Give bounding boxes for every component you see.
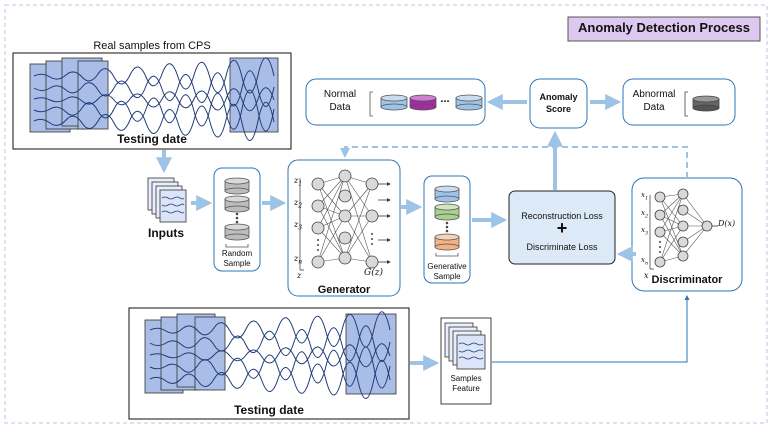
normal-data-ellipsis: ... [440,93,450,105]
outer-frame [4,4,768,424]
samples-feature-frame [440,317,492,405]
gen-input-2: z2 [294,198,303,210]
discriminator-network [649,188,718,270]
disc-output-label: D(x) [718,219,736,228]
generative-sample-box [423,175,471,284]
page-title: Anomaly Detection Process [578,20,750,35]
random-sample-box [213,167,261,272]
gen-input-3: z3 [294,220,303,232]
disc-input-2: x2 [641,209,649,220]
gen-input-n: zn [294,254,303,266]
feature-connector [492,295,690,363]
gen-input-1: z1 [294,176,303,188]
discriminator-label: Discriminator [651,274,723,286]
abnormal-data-box [622,78,736,126]
disc-input-1: x1 [641,191,649,202]
top-panel-label: Real samples from CPS [93,40,211,52]
top-panel-signals [29,57,279,141]
samples-feature-stack [444,322,486,370]
generator-label: Generator [317,284,371,296]
disc-vector-label: x [644,271,649,280]
flow-arrows [156,94,636,371]
feedback-dashed-arrow [340,146,688,178]
discriminate-loss-label: Discriminate Loss [526,242,598,252]
loss-box [508,190,616,265]
random-sample-disks [224,177,250,248]
disc-input-3: x3 [641,226,649,237]
gen-output-label: G(z) [364,268,383,278]
inputs-stack [147,177,187,223]
reconstruction-loss-label: Reconstruction Loss [521,211,603,221]
bottom-panel-signals [144,311,397,399]
anomaly-score-box [529,78,588,129]
top-panel-caption: Testing date [117,132,187,146]
generative-sample-disks [434,185,460,257]
gen-vector-label: z [297,271,302,280]
title-box [567,16,761,42]
bottom-panel-caption: Testing date [234,403,304,417]
normal-data-disks [369,91,483,117]
disc-input-n: xn [641,256,649,267]
loss-plus: + [556,218,568,238]
inputs-label: Inputs [148,226,184,240]
generator-network [299,169,391,271]
abnormal-data-disk [684,91,720,117]
